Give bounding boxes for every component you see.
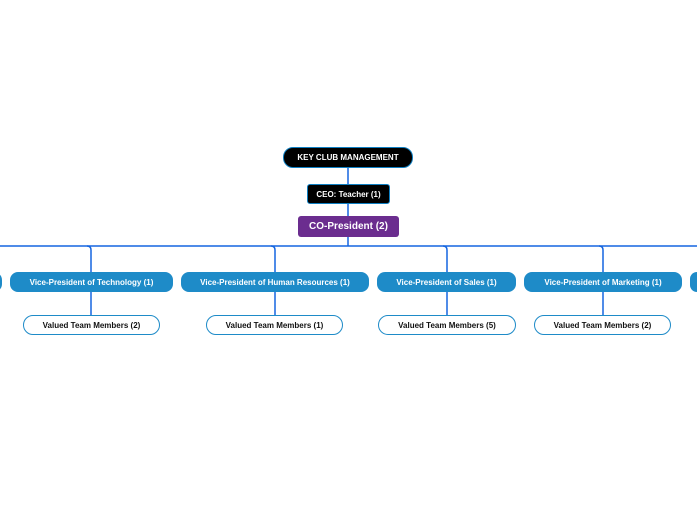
- vp-sales-node[interactable]: Vice-President of Sales (1): [377, 272, 516, 292]
- vp-marketing-label: Vice-President of Marketing (1): [544, 277, 662, 287]
- root-node[interactable]: KEY CLUB MANAGEMENT: [283, 147, 413, 168]
- co-president-node-label: CO-President (2): [309, 221, 388, 232]
- root-node-label: KEY CLUB MANAGEMENT: [297, 153, 399, 162]
- team-sales-label: Valued Team Members (5): [398, 320, 496, 330]
- vp-marketing-node[interactable]: Vice-President of Marketing (1): [524, 272, 682, 292]
- ceo-node[interactable]: CEO: Teacher (1): [307, 184, 390, 204]
- vp-sales-label: Vice-President of Sales (1): [396, 277, 497, 287]
- connector-bus-vp-marketing: [598, 245, 604, 272]
- vp-technology-node[interactable]: Vice-President of Technology (1): [10, 272, 173, 292]
- connector-bus-vp-sales: [442, 245, 448, 272]
- vp-human-resources-node[interactable]: Vice-President of Human Resources (1): [181, 272, 369, 292]
- offscreen-node-left[interactable]: [0, 272, 2, 292]
- team-human-resources-label: Valued Team Members (1): [225, 320, 324, 330]
- connector-bus-vp-hr: [270, 245, 276, 272]
- team-marketing-label: Valued Team Members (2): [553, 320, 652, 330]
- connector-bus-vp-technology: [86, 245, 92, 272]
- co-president-node[interactable]: CO-President (2): [298, 216, 399, 237]
- team-technology-label: Valued Team Members (2): [42, 320, 141, 330]
- team-sales-node[interactable]: Valued Team Members (5): [378, 315, 516, 335]
- vp-human-resources-label: Vice-President of Human Resources (1): [200, 277, 350, 287]
- team-marketing-node[interactable]: Valued Team Members (2): [534, 315, 671, 335]
- offscreen-node-right[interactable]: [690, 272, 697, 292]
- ceo-node-label: CEO: Teacher (1): [316, 189, 381, 199]
- vp-technology-label: Vice-President of Technology (1): [29, 277, 154, 287]
- team-technology-node[interactable]: Valued Team Members (2): [23, 315, 160, 335]
- team-human-resources-node[interactable]: Valued Team Members (1): [206, 315, 343, 335]
